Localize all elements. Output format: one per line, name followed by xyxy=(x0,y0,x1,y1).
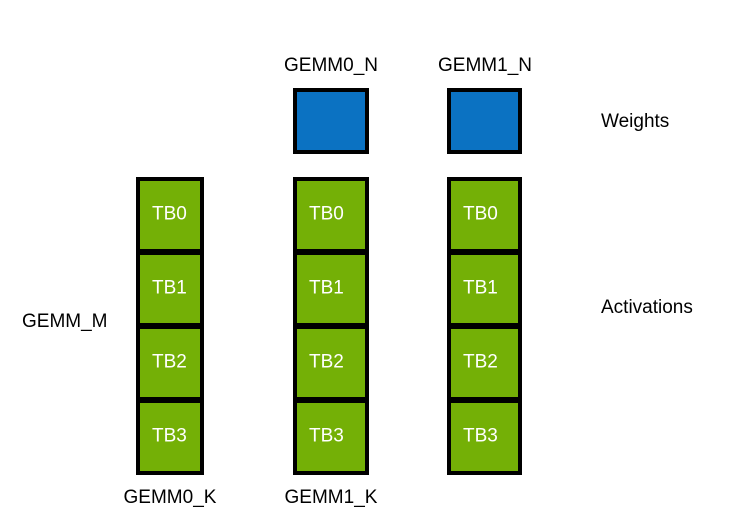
activation-cell-label: TB2 xyxy=(152,351,187,373)
gemm1-activations-column: TB0 TB1 TB2 TB3 xyxy=(447,177,522,475)
activation-cell: TB3 xyxy=(293,399,369,475)
gemm1-weights-block xyxy=(447,88,522,154)
activation-cell: TB2 xyxy=(447,325,522,401)
activation-cell-label: TB0 xyxy=(463,203,498,225)
gemm0-k-label: GEMM0_K xyxy=(123,487,217,508)
activation-cell: TB2 xyxy=(293,325,369,401)
gemm0-n-label-line1: GEMM0_N xyxy=(284,55,378,76)
activation-cell-label: TB2 xyxy=(463,351,498,373)
activation-cell: TB0 xyxy=(293,177,369,253)
activation-cell: TB1 xyxy=(136,251,204,327)
activation-cell: TB0 xyxy=(447,177,522,253)
activations-row-label: Activations xyxy=(601,297,693,318)
activation-cell-label: TB3 xyxy=(463,425,498,447)
gemm1-n-label-line1: GEMM1_N xyxy=(438,55,532,76)
activation-cell: TB1 xyxy=(293,251,369,327)
activation-cell: TB2 xyxy=(136,325,204,401)
activation-cell-label: TB3 xyxy=(152,425,187,447)
activation-cell-label: TB1 xyxy=(463,277,498,299)
activation-cell-label: TB1 xyxy=(152,277,187,299)
activation-cell-label: TB1 xyxy=(309,277,344,299)
gemm-m-label: GEMM_M xyxy=(22,311,108,332)
gemm0-weights-block xyxy=(293,88,369,154)
activation-cell-label: TB0 xyxy=(309,203,344,225)
input-activations-column: TB0 TB1 TB2 TB3 xyxy=(136,177,204,475)
activation-cell-label: TB2 xyxy=(309,351,344,373)
activation-cell-label: TB3 xyxy=(309,425,344,447)
activation-cell: TB1 xyxy=(447,251,522,327)
activation-cell: TB3 xyxy=(136,399,204,475)
activation-cell-label: TB0 xyxy=(152,203,187,225)
activation-cell: TB0 xyxy=(136,177,204,253)
activation-cell: TB3 xyxy=(447,399,522,475)
gemm1-k-label: GEMM1_K xyxy=(284,487,378,508)
gemm0-activations-column: TB0 TB1 TB2 TB3 xyxy=(293,177,369,475)
weights-row-label: Weights xyxy=(601,111,670,132)
